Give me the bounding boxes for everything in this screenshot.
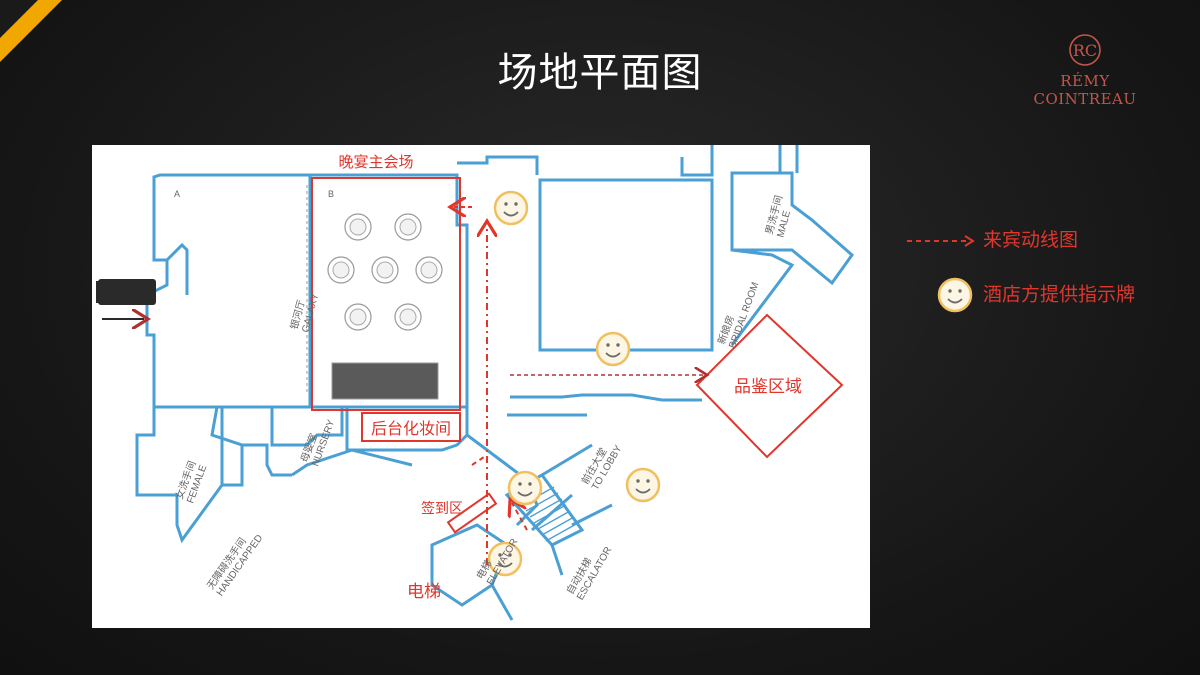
brand-logo: RC RÉMY COINTREAU (1010, 32, 1160, 108)
floor-plan-drawing: 晚宴主会场 后台化妆间 品鉴区域 签到区 电梯 A B 银河厅GALAXY 男洗… (96, 145, 855, 621)
car-icon (96, 279, 156, 319)
sign-in-desk (446, 492, 498, 534)
room-b-label: B (328, 189, 334, 199)
backstage-outline (361, 412, 461, 442)
legend-item-hotel-signs: 酒店方提供指示牌 (937, 277, 1135, 313)
main-venue-outline (311, 177, 461, 411)
escalator-label: 自动扶梯ESCALATOR (563, 538, 614, 602)
walls (135, 145, 855, 621)
stage (331, 362, 439, 400)
female-restroom-label: 女洗手间FEMALE (173, 459, 210, 505)
nursery-label: 母婴室NURSERY (298, 413, 338, 467)
logo-monogram: RC (1069, 34, 1101, 66)
slide-title: 场地平面图 (497, 50, 703, 96)
tasting-area-outline (695, 313, 844, 459)
elevator-label: 电梯 (407, 582, 441, 601)
tasting-area-label: 品鉴区域 (734, 377, 802, 396)
logo-monogram-text: RC (1073, 41, 1097, 60)
smiley-icon (937, 277, 973, 313)
logo-brand-text: RÉMY COINTREAU (1033, 72, 1137, 108)
to-lobby-label: 前往大堂TO LOBBY (578, 437, 624, 493)
room-a-label: A (174, 189, 180, 199)
floor-plan: 晚宴主会场 后台化妆间 品鉴区域 签到区 电梯 A B 银河厅GALAXY 男洗… (92, 145, 870, 628)
banquet-tables (327, 213, 443, 331)
main-venue-label: 晚宴主会场 (338, 153, 413, 171)
handicapped-label: 无障碍洗手间HANDICAPPED (204, 525, 266, 598)
sign-in-label: 签到区 (421, 500, 463, 516)
legend-hotel-signs-label: 酒店方提供指示牌 (983, 283, 1136, 306)
guest-route (454, 207, 704, 565)
corner-accent-inner (0, 0, 38, 38)
backstage-label: 后台化妆间 (371, 420, 451, 438)
legend-guest-route-label: 来宾动线图 (983, 229, 1079, 251)
galaxy-label: 银河厅GALAXY (287, 288, 321, 333)
legend-item-guest-route: 来宾动线图 (905, 225, 1078, 252)
dashed-arrow-icon (907, 234, 975, 247)
